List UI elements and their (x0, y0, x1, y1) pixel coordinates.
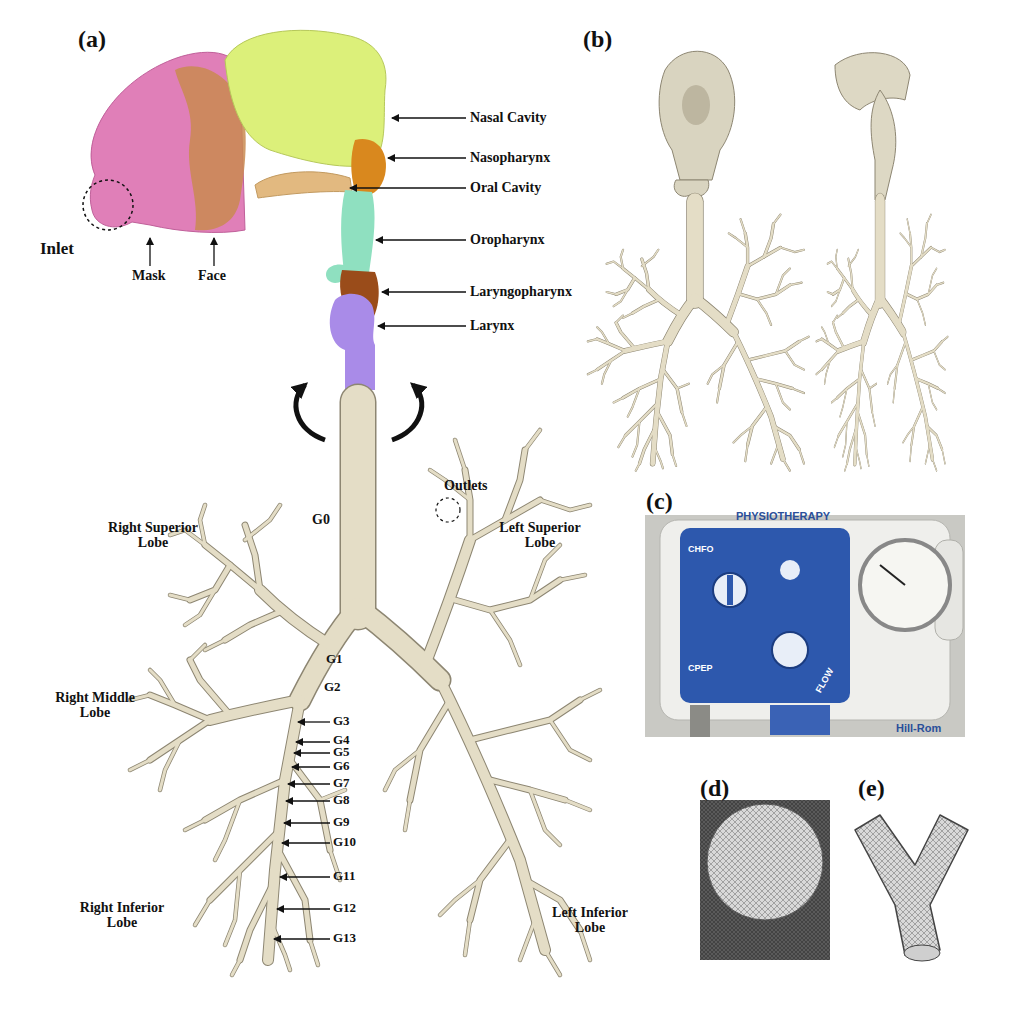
anatomy-label: Oral Cavity (470, 180, 541, 195)
anatomy-label: Inlet (40, 240, 74, 259)
anatomy-label: Face (198, 268, 226, 283)
anatomy-label: Mask (132, 268, 165, 283)
anatomy-label: Nasal Cavity (470, 110, 547, 125)
anatomy-label: G0 (312, 512, 330, 527)
anatomy-label: Right Middle Lobe (45, 690, 145, 721)
anatomy-label: Laryngopharynx (470, 284, 572, 299)
anatomy-label: G11 (333, 869, 355, 883)
anatomy-label: Larynx (470, 318, 514, 333)
anatomy-label: G6 (333, 759, 350, 773)
device-text: CHFO (688, 545, 714, 555)
anatomy-label: Right Superior Lobe (98, 520, 208, 551)
anatomy-label: Oropharynx (470, 232, 544, 247)
panel-letter: (b) (583, 26, 612, 52)
anatomy-label: Outlets (444, 478, 488, 493)
device-text: Hill-Rom (896, 722, 941, 734)
anatomy-label: G1 (326, 652, 343, 666)
anatomy-label: Left Inferior Lobe (540, 905, 640, 936)
anatomy-label: G7 (333, 776, 350, 790)
anatomy-label: G3 (333, 714, 350, 728)
anatomy-label: Left Superior Lobe (490, 520, 590, 551)
anatomy-label: G5 (333, 745, 350, 759)
panel-letter: (e) (858, 775, 885, 801)
panel-letter: (a) (78, 26, 106, 52)
airway-side-view (816, 53, 948, 471)
anatomy-label: G10 (333, 835, 356, 849)
panel-letter: (d) (700, 775, 729, 801)
device-text: PHYSIOTHERAPY (736, 510, 830, 522)
anatomy-label: G2 (324, 680, 341, 694)
anatomy-label: G13 (333, 931, 356, 945)
device-photo (645, 515, 965, 737)
anatomy-label: G12 (333, 901, 356, 915)
panel-letter: (c) (646, 488, 673, 514)
bronchial-tree (130, 402, 600, 975)
anatomy-label: Nasopharynx (470, 150, 550, 165)
upper-airway-illustration (83, 30, 386, 390)
anatomy-label: G8 (333, 793, 350, 807)
mesh-bifurcation (855, 815, 968, 961)
airway-front-view (588, 51, 809, 470)
anatomy-label: G9 (333, 815, 350, 829)
device-text: CPEP (688, 664, 713, 674)
anatomy-label: Right Inferior Lobe (72, 900, 172, 931)
mesh-cross-section (700, 800, 830, 960)
